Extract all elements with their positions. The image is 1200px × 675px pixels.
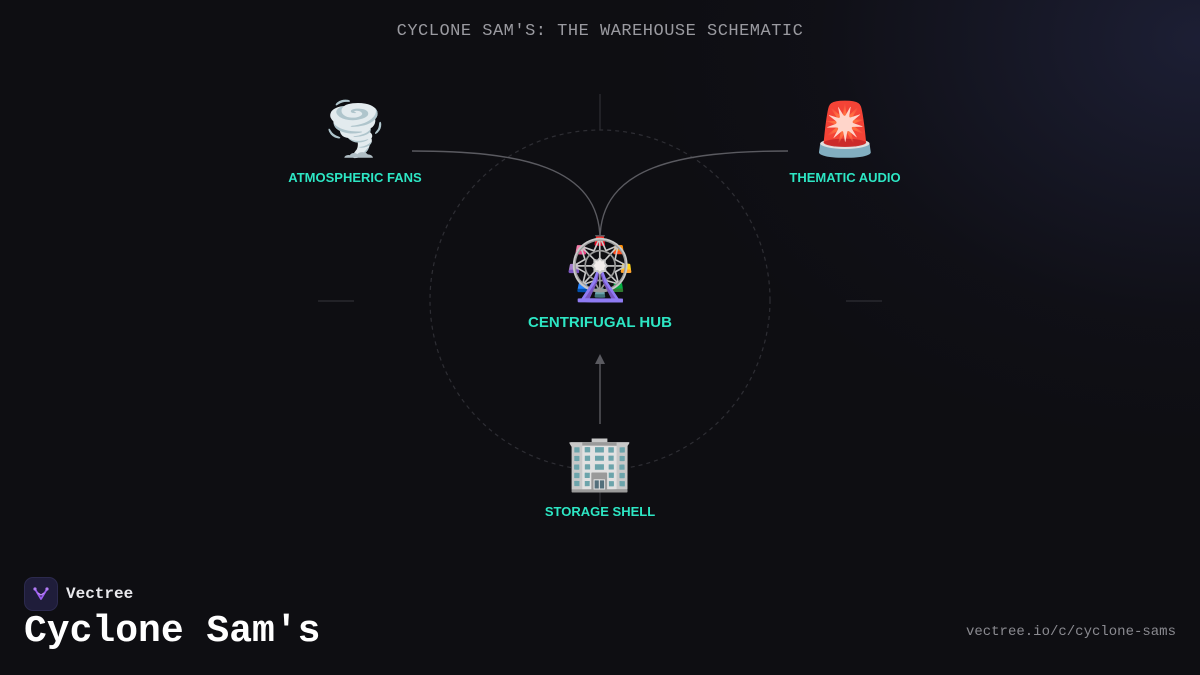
office-building-icon: 🏢 [566, 433, 634, 493]
page-title: Cyclone Sam's [24, 610, 321, 653]
edge-audio-to-hub [595, 150, 789, 245]
node-label: THEMATIC AUDIO [789, 170, 901, 185]
rotating-light-icon: 🚨 [812, 101, 878, 159]
page-url-link[interactable]: vectree.io/c/cyclone-sams [965, 624, 1176, 640]
vectree-logo-icon [24, 577, 58, 611]
node-storage-shell[interactable]: 🏢 STORAGE SHELL [500, 436, 700, 519]
tornado-icon: 🌪️ [322, 101, 388, 159]
brand-name: Vectree [66, 585, 134, 603]
node-label: STORAGE SHELL [544, 504, 656, 519]
node-centrifugal-hub[interactable]: 🎡 CENTRIFUGAL HUB [500, 236, 700, 332]
node-label: ATMOSPHERIC FANS [288, 170, 422, 185]
edge-fans-to-hub [411, 150, 605, 245]
node-label: CENTRIFUGAL HUB [528, 314, 672, 331]
diagram-title: CYCLONE SAM'S: THE WAREHOUSE SCHEMATIC [396, 22, 804, 41]
brand[interactable]: Vectree [24, 577, 133, 611]
node-atmospheric-fans[interactable]: 🌪️ ATMOSPHERIC FANS [255, 104, 455, 185]
ferris-wheel-icon: 🎡 [562, 236, 638, 303]
node-thematic-audio[interactable]: 🚨 THEMATIC AUDIO [745, 104, 945, 185]
